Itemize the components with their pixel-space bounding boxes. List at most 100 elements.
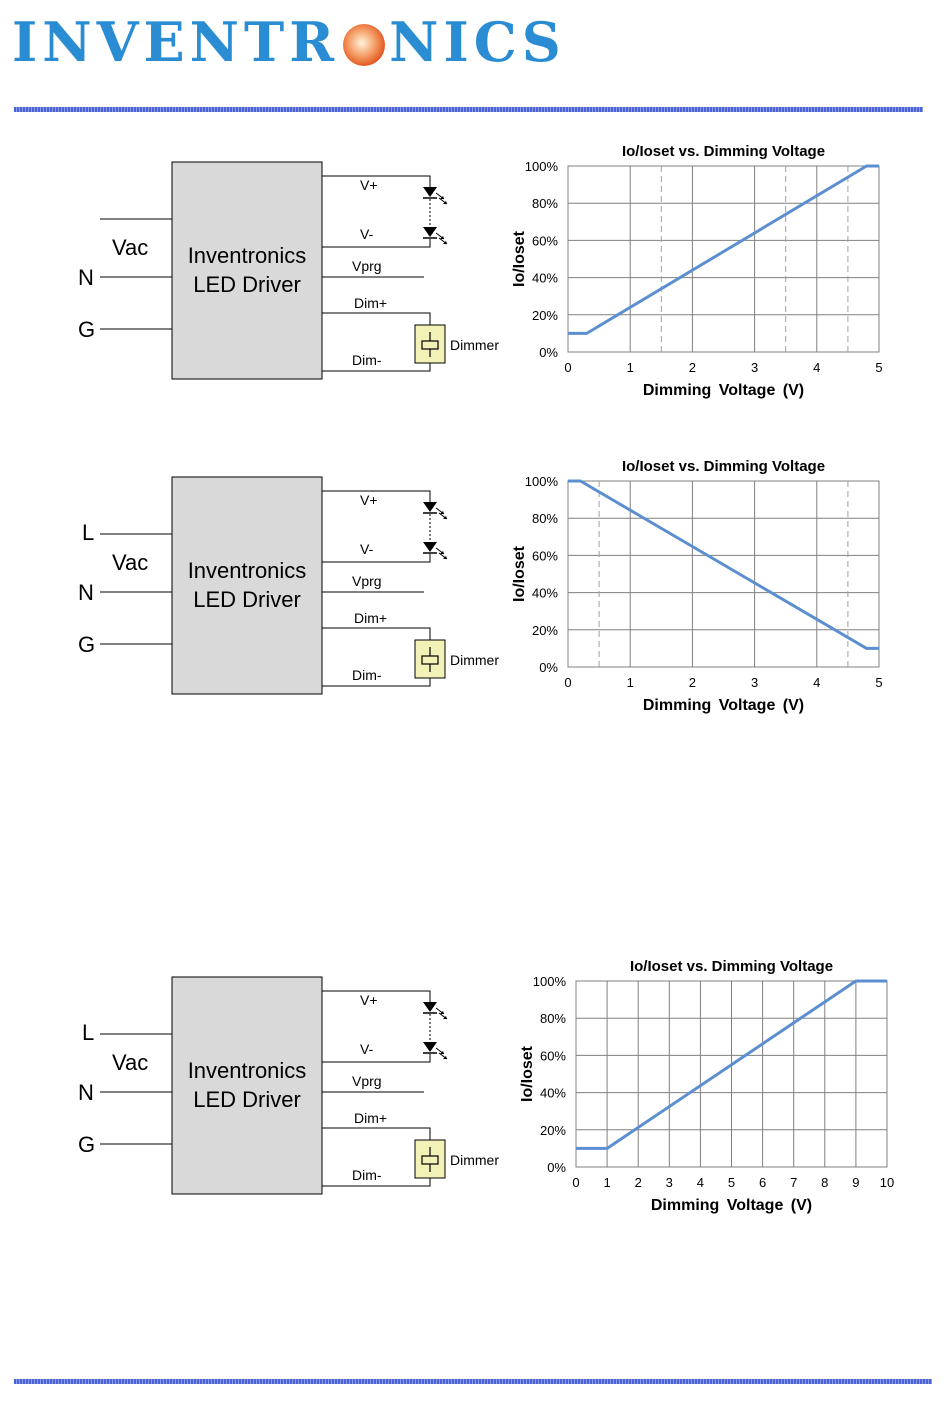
- pin-label-dimminus: Dim-: [352, 1167, 382, 1183]
- dimminus-wire: [322, 1178, 431, 1187]
- label-g: G: [78, 1132, 95, 1157]
- dimmer-label: Dimmer: [450, 1152, 499, 1168]
- footer-divider: [14, 1379, 932, 1384]
- logo-text-left: INVENTR: [12, 10, 340, 74]
- led-driver-box: [171, 976, 323, 1195]
- logo-text-right: NICS: [389, 10, 566, 74]
- led-icon: [423, 227, 448, 245]
- pin-label-vplus: V+: [360, 492, 378, 508]
- plot-area: [567, 480, 880, 668]
- x-tick-label: 1: [627, 675, 634, 690]
- x-tick-label: 1: [627, 360, 634, 375]
- pin-label-vprg: Vprg: [352, 258, 382, 274]
- dimplus-wire: [322, 312, 431, 325]
- pin-label-dimminus: Dim-: [352, 667, 382, 683]
- pin-label-vminus: V-: [360, 226, 374, 242]
- data-line-series: [568, 164, 879, 335]
- y-tick-label: 80%: [540, 1011, 566, 1026]
- y-tick-label: 60%: [532, 548, 558, 563]
- dimmer-label: Dimmer: [450, 652, 499, 668]
- x-tick-label: 0: [564, 675, 571, 690]
- pin-label-dimplus: Dim+: [354, 610, 387, 626]
- pin-label-dimminus: Dim-: [352, 352, 382, 368]
- y-tick-label: 0%: [539, 660, 558, 675]
- y-tick-label: 100%: [525, 159, 559, 174]
- pin-label-vminus: V-: [360, 541, 374, 557]
- y-axis-label: Io/Ioset: [511, 230, 528, 287]
- x-tick-label: 3: [751, 675, 758, 690]
- vplus-wire: [322, 990, 431, 1002]
- pin-label-vminus: V-: [360, 1041, 374, 1057]
- label-n: N: [78, 265, 94, 290]
- led-driver-box: [171, 161, 323, 380]
- dimming-curve-chart: Io/Ioset vs. Dimming Voltage 0% 20% 40% 60% 8…: [511, 458, 883, 714]
- y-axis-label: Io/Ioset: [519, 1045, 536, 1102]
- plot-area: [567, 165, 880, 353]
- x-tick-label: 3: [666, 1175, 673, 1190]
- led-icon: [423, 502, 448, 520]
- vplus-wire: [322, 490, 431, 502]
- driver-name-line-1: Inventronics: [188, 1058, 307, 1083]
- vminus-wire: [322, 239, 431, 248]
- pin-label-vprg: Vprg: [352, 573, 382, 589]
- y-tick-label: 40%: [532, 586, 558, 601]
- y-tick-label: 60%: [532, 233, 558, 248]
- label-vac: Vac: [112, 550, 148, 575]
- label-l: L: [82, 1020, 94, 1045]
- y-tick-label: 80%: [532, 511, 558, 526]
- x-tick-label: 5: [875, 675, 882, 690]
- pin-label-vprg: Vprg: [352, 1073, 382, 1089]
- y-tick-label: 60%: [540, 1048, 566, 1063]
- driver-name-line-1: Inventronics: [188, 243, 307, 268]
- y-tick-label: 40%: [540, 1086, 566, 1101]
- x-tick-label: 5: [728, 1175, 735, 1190]
- driver-name-line-2: LED Driver: [193, 587, 301, 612]
- x-tick-label: 2: [689, 360, 696, 375]
- label-n: N: [78, 1080, 94, 1105]
- sun-logo-icon: [343, 24, 386, 66]
- x-tick-label: 6: [759, 1175, 766, 1190]
- x-tick-label: 8: [821, 1175, 828, 1190]
- dimminus-wire: [322, 363, 431, 372]
- led-driver-box: [171, 476, 323, 695]
- x-axis-label: Dimming Voltage (V): [643, 382, 804, 399]
- pin-label-vplus: V+: [360, 992, 378, 1008]
- dimming-curve-chart: Io/Ioset vs. Dimming Voltage0%20%40%60%8…: [511, 143, 883, 399]
- y-tick-label: 100%: [525, 474, 559, 489]
- x-tick-label: 10: [880, 1175, 894, 1190]
- dimmer-icon: [414, 1139, 446, 1179]
- data-line-series: [568, 479, 879, 650]
- x-tick-label: 4: [813, 675, 820, 690]
- pin-label-dimplus: Dim+: [354, 295, 387, 311]
- driver-name-line-2: LED Driver: [193, 1087, 301, 1112]
- y-tick-label: 0%: [547, 1160, 566, 1175]
- dimmer-label: Dimmer: [450, 337, 499, 353]
- label-g: G: [78, 632, 95, 657]
- driver-name-line-2: LED Driver: [193, 272, 301, 297]
- company-logo: INVENTR NICS: [12, 12, 566, 72]
- vminus-wire: [322, 1054, 431, 1063]
- dimmer-icon: [414, 324, 446, 364]
- data-line-series: [576, 979, 887, 1150]
- chart-title: Io/Ioset vs. Dimming Voltage: [630, 958, 833, 975]
- vplus-wire: [322, 175, 431, 187]
- y-tick-label: 20%: [532, 623, 558, 638]
- x-axis-label: Dimming Voltage (V): [643, 697, 804, 714]
- x-tick-label: 7: [790, 1175, 797, 1190]
- x-tick-label: 0: [564, 360, 571, 375]
- pin-label-dimplus: Dim+: [354, 1110, 387, 1126]
- dimplus-wire: [322, 1127, 431, 1140]
- label-vac: Vac: [112, 1050, 148, 1075]
- x-tick-label: 3: [751, 360, 758, 375]
- label-vac: Vac: [112, 235, 148, 260]
- led-icon: [423, 1002, 448, 1020]
- x-tick-label: 4: [697, 1175, 704, 1190]
- chart-title: Io/Ioset vs. Dimming Voltage: [622, 458, 825, 475]
- y-tick-label: 80%: [532, 196, 558, 211]
- dimmer-icon: [414, 639, 446, 679]
- dimplus-wire: [322, 627, 431, 640]
